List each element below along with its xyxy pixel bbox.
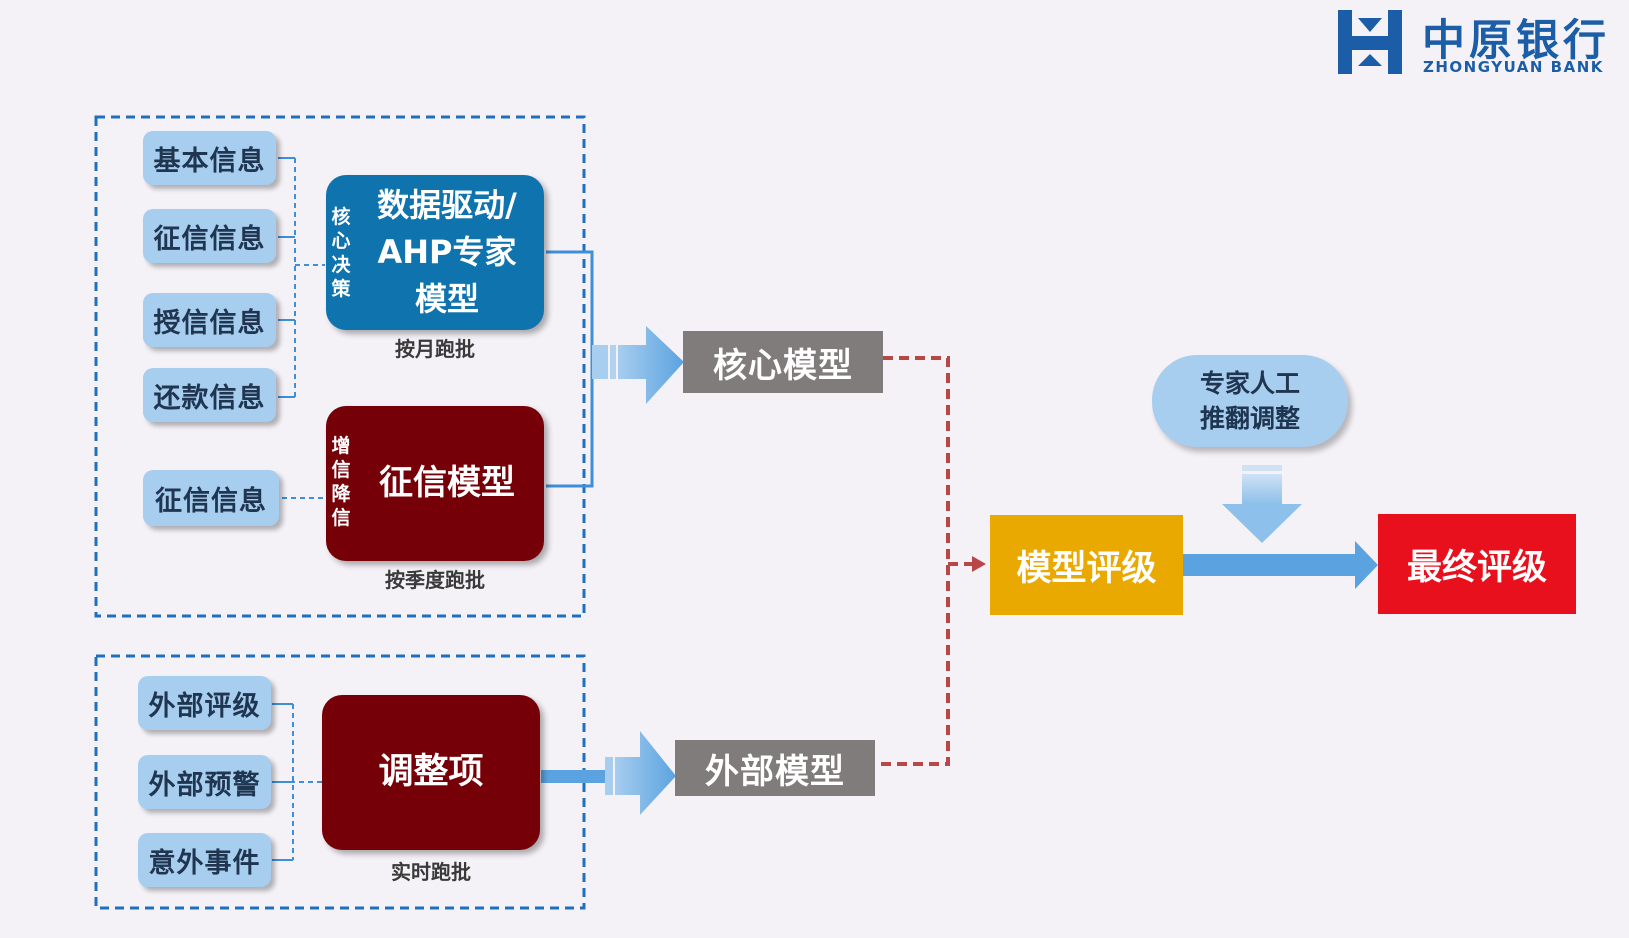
model-rating-box: 模型评级: [990, 515, 1183, 615]
core-title-line-3: 模型: [414, 280, 479, 318]
input-basic-info: 基本信息: [143, 131, 276, 185]
core-input-bracket: [278, 157, 326, 499]
input-incident: 意外事件: [138, 833, 271, 887]
group1-frame: [94, 115, 586, 618]
credit-model: 增信降信 征信模型: [326, 406, 544, 561]
expert-line-2: 推翻调整: [1199, 404, 1300, 433]
external-model-box: 外部模型: [675, 740, 875, 796]
credit-model-note: 按季度跑批: [385, 568, 485, 592]
core-decision-model: 核心决策 数据驱动/ AHP专家 模型: [326, 175, 544, 330]
external-input-bracket: [272, 703, 322, 861]
adjustment-title: 调整项: [378, 752, 484, 792]
arrow-to-core-model: [592, 326, 684, 404]
bank-logo-name-en: ZHONGYUAN BANK: [1423, 58, 1604, 76]
input-repayment: 还款信息: [143, 368, 276, 422]
core-title-line-2: AHP专家: [377, 233, 517, 271]
final-rating-box: 最终评级: [1378, 514, 1576, 614]
bank-logo-icon: [1338, 10, 1402, 74]
adjustment-note: 实时跑批: [391, 860, 471, 884]
dashed-to-rating: [876, 356, 972, 766]
input-credit-report-2: 征信信息: [143, 470, 279, 526]
bank-logo-name-cn: 中原银行: [1422, 16, 1610, 66]
input-external-warning: 外部预警: [138, 755, 271, 809]
arrow-to-external-model: [541, 731, 676, 815]
group2-frame: [94, 654, 586, 910]
expert-line-1: 专家人工: [1199, 369, 1300, 398]
core-model-box: 核心模型: [683, 331, 883, 393]
adjustment-item: 调整项: [322, 695, 540, 850]
expert-override-box: 专家人工 推翻调整: [1152, 355, 1348, 447]
arrow-expert-down: [1222, 465, 1302, 543]
core-decision-tag: 核心决策: [331, 206, 351, 300]
core-model-note: 按月跑批: [395, 337, 475, 361]
core-decision-title: 数据驱动/ AHP专家 模型: [377, 182, 517, 323]
core-title-line-1: 数据驱动/: [377, 186, 517, 224]
input-credit-line: 授信信息: [143, 293, 276, 347]
input-external-rating: 外部评级: [138, 676, 271, 730]
dashed-arrowhead: [972, 556, 986, 572]
credit-model-tag: 增信降信: [331, 435, 351, 529]
credit-model-title: 征信模型: [379, 463, 515, 503]
bank-logo: 中原银行 ZHONGYUAN BANK: [1334, 6, 1626, 78]
arrow-rating-to-final: [1183, 541, 1378, 589]
input-credit-report: 征信信息: [143, 209, 276, 263]
